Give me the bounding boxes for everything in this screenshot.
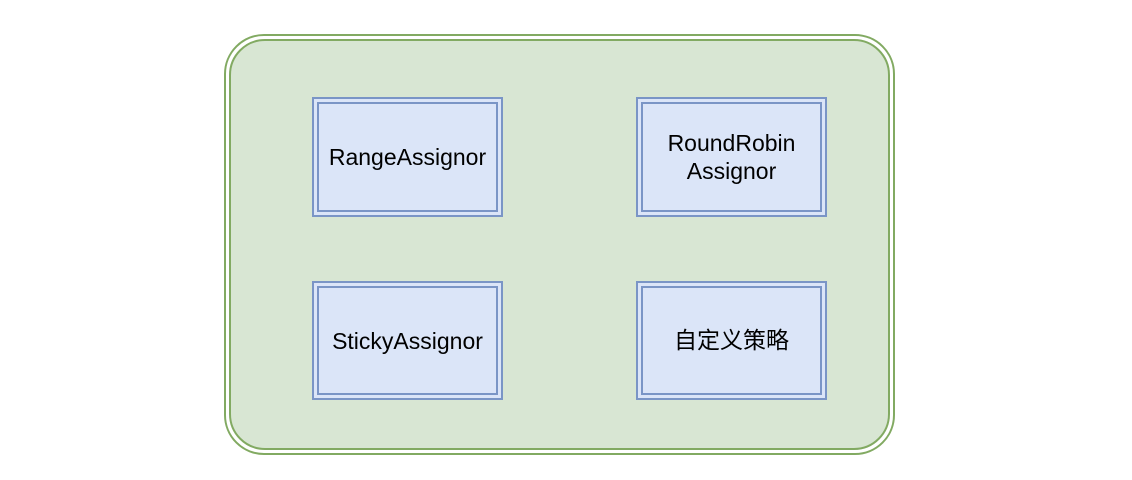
node-sticky-assignor-body: StickyAssignor (317, 286, 498, 395)
node-roundrobin-assignor[interactable]: RoundRobin Assignor (636, 97, 827, 217)
node-custom-strategy-label: 自定义策略 (674, 327, 789, 354)
node-sticky-assignor[interactable]: StickyAssignor (312, 281, 503, 400)
node-range-assignor[interactable]: RangeAssignor (312, 97, 503, 217)
node-roundrobin-assignor-body: RoundRobin Assignor (641, 102, 822, 212)
node-custom-strategy-body: 自定义策略 (641, 286, 822, 395)
node-custom-strategy[interactable]: 自定义策略 (636, 281, 827, 400)
node-roundrobin-assignor-label: RoundRobin Assignor (667, 130, 796, 184)
node-range-assignor-label: RangeAssignor (328, 144, 487, 170)
node-range-assignor-body: RangeAssignor (317, 102, 498, 212)
node-sticky-assignor-label: StickyAssignor (332, 327, 483, 354)
